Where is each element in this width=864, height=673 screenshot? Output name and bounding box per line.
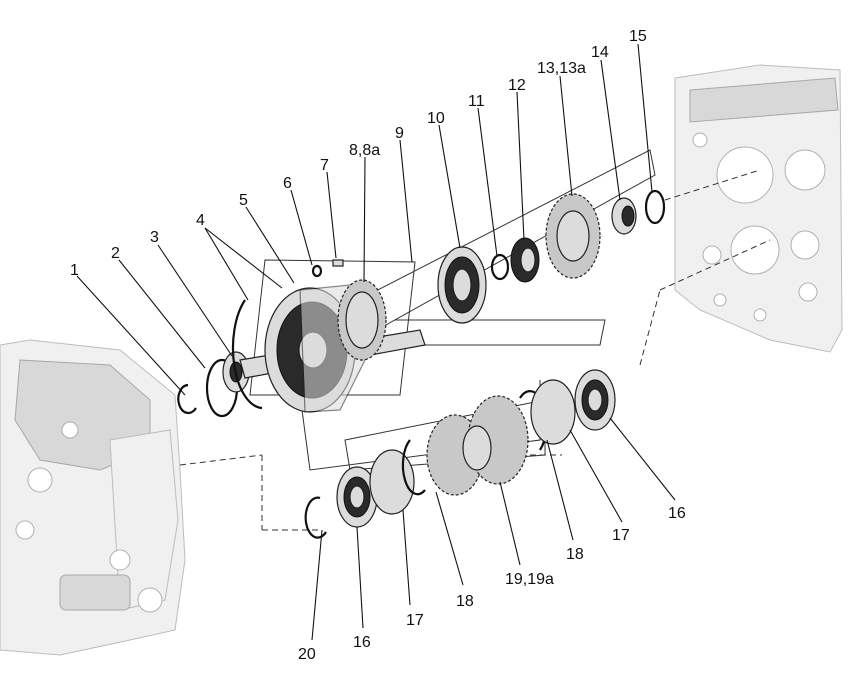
callout-17-right: 17 [612,527,630,544]
circlip-20 [304,496,327,539]
callout-5: 5 [239,192,248,209]
gear-8 [337,279,387,361]
right-housing-plate [674,64,843,353]
callout-15: 15 [629,28,647,45]
bearing-16-right [574,369,616,431]
callout-8: 8,8a [349,142,380,159]
circlip-1 [177,383,197,415]
callout-6: 6 [283,175,292,192]
callout-3: 3 [150,229,159,246]
callout-18-right: 18 [566,546,584,563]
callout-20: 20 [298,646,316,663]
callout-16-left: 16 [353,634,371,651]
needle-bearing-12 [510,237,540,283]
hub-10 [437,246,487,324]
ring-18-left [401,439,426,496]
callout-18-left: 18 [456,593,474,610]
disc-17-left [369,449,415,515]
callout-labels: 1 2 3 4 5 6 7 8,8a 9 10 11 12 13,13a 14 … [70,28,686,663]
leader-lines [76,43,676,641]
callout-12: 12 [508,77,526,94]
callout-9: 9 [395,125,404,142]
ring-15 [644,189,666,225]
callout-17-left: 17 [406,612,424,629]
bearing-16-left [336,466,378,528]
ring-11 [490,253,510,281]
left-housing [0,339,186,656]
snap-ring-4 [231,299,263,410]
callout-11: 11 [468,93,485,110]
callout-4: 4 [196,212,205,229]
callout-16-right: 16 [668,505,686,522]
gear-19 [426,395,529,496]
callout-10: 10 [427,110,445,127]
gear-13 [545,193,601,279]
callout-14: 14 [591,44,609,61]
bushing-14 [611,197,637,235]
callout-19: 19,19a [505,571,554,588]
callout-7: 7 [320,157,329,174]
disc-17-right [530,379,576,445]
callout-13: 13,13a [537,60,586,77]
pin-7 [332,259,344,267]
callout-1: 1 [70,262,79,279]
washer-6 [311,264,323,278]
callout-2: 2 [111,245,120,262]
